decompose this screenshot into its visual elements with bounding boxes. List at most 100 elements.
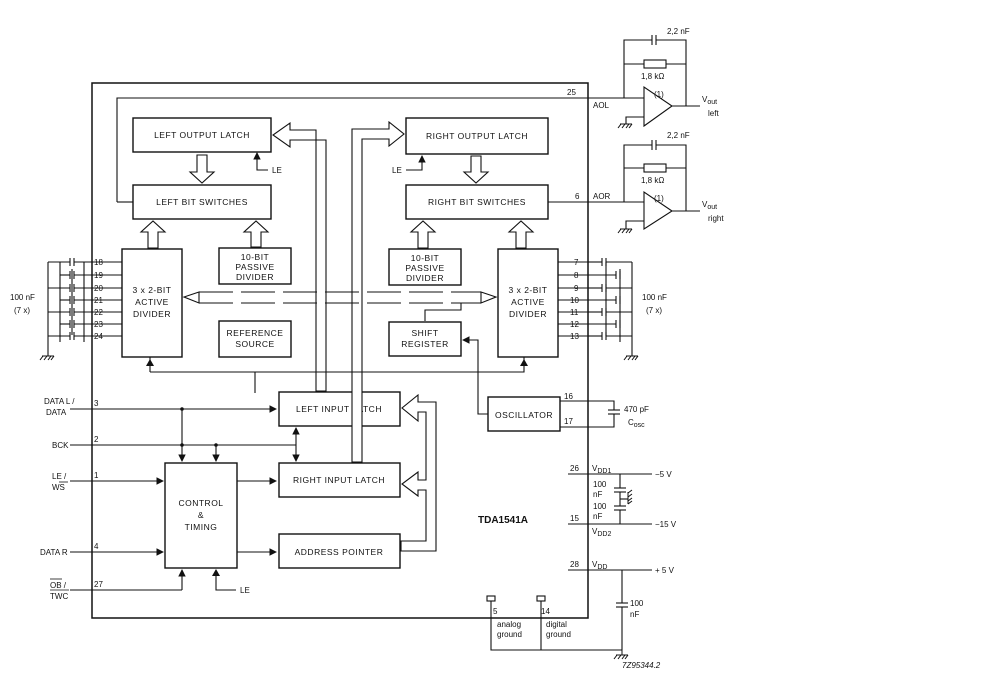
svg-text:100: 100 [630,599,644,608]
svg-text:nF: nF [630,610,639,619]
svg-text:TIMING: TIMING [185,522,218,532]
svg-text:TWC: TWC [50,592,68,601]
svg-text:10-BIT: 10-BIT [241,252,270,262]
svg-text:ACTIVE: ACTIVE [135,297,169,307]
oscillator-capacitor: 470 pF Cosc [588,400,649,429]
svg-text:17: 17 [564,417,573,426]
bus-arrow [188,154,216,184]
svg-text:100: 100 [593,502,607,511]
svg-text:LEFT BIT SWITCHES: LEFT BIT SWITCHES [156,197,248,207]
right-bit-switches: RIGHT BIT SWITCHES [405,184,549,220]
svg-text:11: 11 [570,308,579,317]
svg-text:22: 22 [94,308,103,317]
svg-text:16: 16 [564,392,573,401]
svg-text:AOL: AOL [593,101,610,110]
svg-text:25: 25 [567,88,576,97]
svg-text:AOR: AOR [593,192,611,201]
bus-arrow [462,155,490,184]
svg-text:ground: ground [546,630,571,639]
svg-text:left: left [708,109,719,118]
svg-text:26: 26 [570,464,579,473]
reference-source: REFERENCE SOURCE [218,320,292,358]
shift-register: SHIFT REGISTER [388,321,462,357]
svg-text:23: 23 [94,320,103,329]
svg-text:BCK: BCK [52,441,69,450]
svg-text:VDD2: VDD2 [592,527,611,538]
svg-text:−5 V: −5 V [655,470,672,479]
pin-numbers: 18 19 20 21 22 23 24 7 8 9 10 11 12 13 3… [94,88,580,616]
svg-text:18: 18 [94,258,103,267]
svg-text:ADDRESS POINTER: ADDRESS POINTER [295,547,384,557]
svg-text:DIVIDER: DIVIDER [406,273,444,283]
svg-text:470 pF: 470 pF [624,405,649,414]
svg-text:RIGHT INPUT LATCH: RIGHT INPUT LATCH [293,475,385,485]
svg-text:24: 24 [94,332,103,341]
svg-text:13: 13 [570,332,579,341]
ground-pins: analog ground digital ground [486,595,629,660]
svg-text:(1): (1) [654,194,664,203]
active-divider-left: 3 x 2-BIT ACTIVE DIVIDER [121,248,183,358]
svg-text:9: 9 [574,284,579,293]
svg-text:ACTIVE: ACTIVE [511,297,545,307]
svg-text:21: 21 [94,296,103,305]
svg-text:SHIFT: SHIFT [411,328,438,338]
bus-arrow [400,393,437,552]
svg-text:LEFT INPUT LATCH: LEFT INPUT LATCH [296,404,382,414]
svg-text:REFERENCE: REFERENCE [227,328,284,338]
svg-text:ground: ground [497,630,522,639]
svg-text:OB /: OB / [50,581,67,590]
left-divider-pins [92,261,122,337]
svg-text:100 nF: 100 nF [10,293,35,302]
bus-arrow [409,220,437,249]
left-output-stage: AOL 2,2 nF 1,8 kΩ (1) Vout left [593,27,719,129]
svg-text:nF: nF [593,512,602,521]
right-output-stage: AOR 2,2 nF 1,8 kΩ (1) Vout right [593,131,724,234]
chip-name: TDA1541A [478,515,528,526]
svg-text:DIVIDER: DIVIDER [509,309,547,319]
le-label-control: LE [240,586,250,595]
input-labels: DATA L / DATA BCK LE / WS DATA R OB / TW… [40,397,75,601]
svg-text:27: 27 [94,580,103,589]
svg-text:20: 20 [94,284,103,293]
left-decoupling-caps: 100 nF (7 x) [10,258,92,361]
svg-text:3 x 2-BIT: 3 x 2-BIT [133,285,172,295]
left-input-latch: LEFT INPUT LATCH [278,391,401,427]
svg-text:REGISTER: REGISTER [401,339,448,349]
left-output-latch: LEFT OUTPUT LATCH [132,117,272,153]
svg-text:8: 8 [574,271,579,280]
ground-icon [617,123,633,129]
svg-text:RIGHT OUTPUT LATCH: RIGHT OUTPUT LATCH [426,131,528,141]
bus-arrow [139,220,167,249]
bus-arrow [351,120,405,463]
svg-text:28: 28 [570,560,579,569]
svg-text:19: 19 [94,271,103,280]
right-output-latch: RIGHT OUTPUT LATCH [405,117,549,155]
le-label-left: LE [272,166,282,175]
svg-text:2,2 nF: 2,2 nF [667,27,690,36]
svg-text:7: 7 [574,258,579,267]
svg-text:OSCILLATOR: OSCILLATOR [495,410,553,420]
svg-text:1,8 kΩ: 1,8 kΩ [641,72,664,81]
svg-text:DIVIDER: DIVIDER [133,309,171,319]
svg-text:14: 14 [541,607,550,616]
svg-text:6: 6 [575,192,580,201]
svg-text:Cosc: Cosc [628,418,645,429]
svg-text:CONTROL: CONTROL [178,498,223,508]
svg-text:nF: nF [593,490,602,499]
svg-text:2,2 nF: 2,2 nF [667,131,690,140]
svg-text:PASSIVE: PASSIVE [235,262,274,272]
ground-icon [613,650,629,660]
svg-text:2: 2 [94,435,99,444]
bus-arrow [507,220,535,249]
right-divider-pins [558,261,588,337]
svg-text:right: right [708,214,724,223]
le-label-right: LE [392,166,402,175]
svg-text:(7 x): (7 x) [14,306,30,315]
left-bit-switches: LEFT BIT SWITCHES [132,184,272,220]
ground-icon [627,489,633,505]
ground-icon [39,355,55,361]
passive-divider-left: 10-BIT PASSIVE DIVIDER [218,247,292,285]
ground-icon [623,355,639,361]
svg-text:Vout: Vout [702,200,717,211]
svg-text:(1): (1) [654,90,664,99]
